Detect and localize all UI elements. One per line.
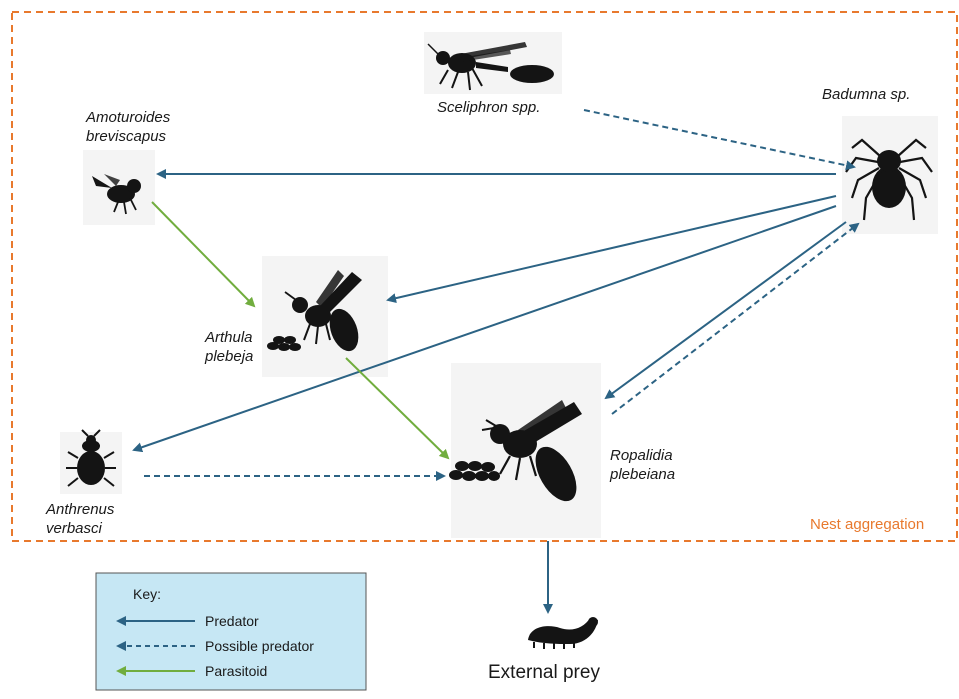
arrow-sceliphron-to-badumna <box>584 110 854 167</box>
arrow-badumna-to-ropalidia <box>606 222 846 398</box>
caterpillar-icon <box>528 617 598 649</box>
legend-possible-predator-label: Possible predator <box>205 638 314 654</box>
arrow-amoturoides-to-arthula <box>152 202 254 306</box>
ropalidia-label-1: Ropalidia <box>610 447 673 464</box>
badumna-label: Badumna sp. <box>822 86 910 103</box>
legend-predator-label: Predator <box>205 613 259 629</box>
anthrenus-label-1: Anthrenus <box>45 501 115 518</box>
ropalidia-node: Ropalidia plebeiana <box>449 363 675 538</box>
arrow-ropalidia-to-badumna <box>612 224 858 414</box>
nest-aggregation-label: Nest aggregation <box>810 516 924 533</box>
arthula-label-1: Arthula <box>204 329 253 346</box>
badumna-node: Badumna sp. <box>822 86 938 234</box>
arthula-label-2: plebeja <box>204 348 253 365</box>
anthrenus-label-2: verbasci <box>46 520 103 537</box>
anthrenus-node: Anthrenus verbasci <box>45 430 122 537</box>
legend-key: Key: Predator Possible predator Parasito… <box>96 573 366 690</box>
amoturoides-label-2: breviscapus <box>86 128 167 145</box>
external-prey-node: External prey <box>488 617 600 683</box>
external-prey-label: External prey <box>488 662 600 683</box>
sceliphron-label: Sceliphron spp. <box>437 99 540 116</box>
legend-title: Key: <box>133 586 161 602</box>
ropalidia-label-2: plebeiana <box>609 466 675 483</box>
arrow-arthula-to-ropalidia <box>346 358 448 458</box>
arthula-node: Arthula plebeja <box>204 256 388 377</box>
sceliphron-node: Sceliphron spp. <box>424 32 562 116</box>
amoturoides-label-1: Amoturoides <box>85 109 171 126</box>
legend-parasitoid-label: Parasitoid <box>205 663 267 679</box>
